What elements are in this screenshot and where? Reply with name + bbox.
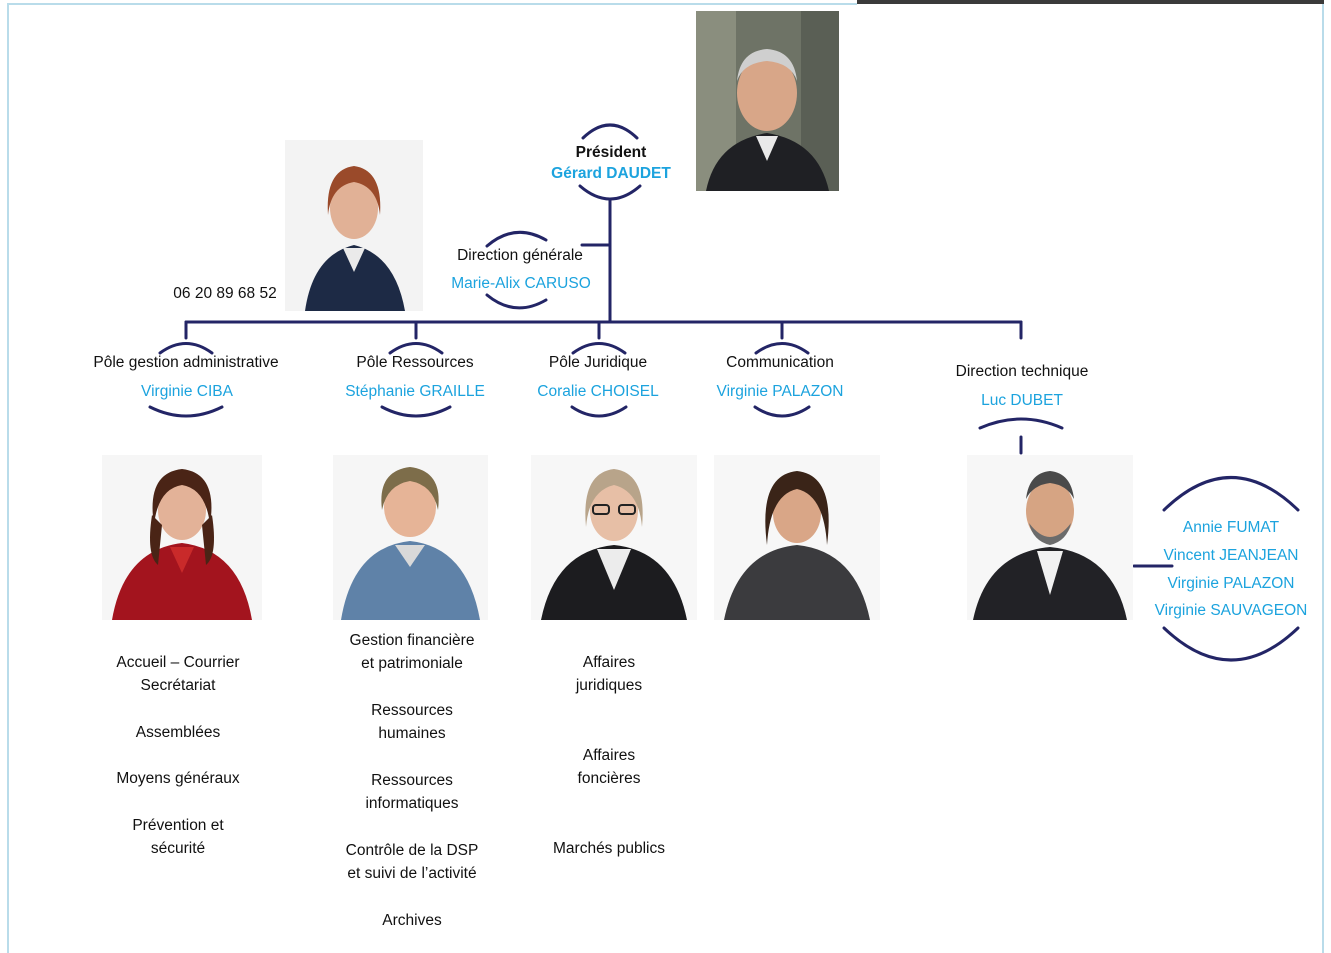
president-photo [696, 11, 839, 191]
juridique-photo [531, 455, 697, 620]
juridique-bottom-arc [570, 405, 628, 418]
juridique-top-arc [571, 342, 627, 355]
frame-top-dark-bar [857, 0, 1324, 4]
team-bottom-arc [1162, 626, 1300, 662]
task-item: Gestion financière [349, 632, 475, 649]
task-item: Contrôle de la DSP [345, 842, 479, 859]
task-item: Ressources [371, 702, 453, 719]
president-name: Gérard DAUDET [551, 165, 671, 182]
task-item: juridiques [575, 677, 643, 694]
task-item: sécurité [150, 840, 206, 857]
frame-right-border [1322, 3, 1324, 953]
pole-communication-name: Virginie PALAZON [716, 383, 844, 400]
juridique-task-list: Affaires juridiques Affaires foncières M… [553, 651, 665, 860]
frame-left-border [7, 3, 9, 953]
task-item: Affaires [582, 747, 636, 764]
admin-top-arc [158, 342, 214, 355]
ressources-bottom-arc [380, 405, 452, 418]
pole-admin-title: Pôle gestion administrative [93, 354, 279, 371]
task-item: Ressources [371, 772, 453, 789]
task-item: Assemblées [135, 724, 221, 741]
president-bottom-arc [578, 184, 642, 201]
communication-bottom-arc [753, 405, 811, 418]
team-top-arc [1162, 476, 1300, 512]
task-item: Marchés publics [553, 840, 665, 857]
technique-photo [967, 455, 1133, 620]
pole-admin-name: Virginie CIBA [141, 383, 233, 400]
task-item: et patrimoniale [361, 655, 463, 672]
task-item: Moyens généraux [116, 770, 240, 787]
president-title: Président [575, 144, 647, 161]
frame-top-border [7, 3, 857, 5]
dg-top-arc [485, 230, 548, 248]
task-item: Affaires [582, 654, 636, 671]
task-item: informatiques [365, 795, 459, 812]
ressources-top-arc [388, 342, 444, 355]
admin-bottom-arc [148, 405, 224, 418]
pole-technique-name: Luc DUBET [981, 392, 1063, 409]
direction-generale-title: Direction générale [457, 247, 583, 264]
team-member: Virginie SAUVAGEON [1154, 602, 1308, 619]
direction-generale-name: Marie-Alix CARUSO [451, 275, 591, 292]
task-item: et suivi de l’activité [347, 865, 477, 882]
pole-ressources-name: Stéphanie GRAILLE [345, 383, 485, 400]
admin-task-list: Accueil – Courrier Secrétariat Assemblée… [116, 651, 239, 860]
pole-ressources-title: Pôle Ressources [356, 354, 474, 371]
task-item: Prévention et [132, 817, 224, 834]
task-item: foncières [577, 770, 641, 787]
pole-technique-title: Direction technique [955, 363, 1089, 380]
direction-generale-phone: 06 20 89 68 52 [173, 285, 277, 302]
team-member: Virginie PALAZON [1167, 575, 1295, 592]
direction-generale-photo [285, 140, 423, 311]
task-item: humaines [378, 725, 446, 742]
president-top-arc [581, 123, 639, 140]
communication-top-arc [754, 342, 810, 355]
dg-bottom-arc [485, 293, 548, 310]
team-member: Annie FUMAT [1182, 519, 1280, 536]
communication-photo [714, 455, 880, 620]
task-item: Archives [382, 912, 442, 929]
pole-juridique-title: Pôle Juridique [548, 354, 648, 371]
task-item: Secrétariat [140, 677, 216, 694]
pole-communication-title: Communication [726, 354, 834, 371]
ressources-photo [333, 455, 488, 620]
admin-photo [102, 455, 262, 620]
ressources-task-list: Gestion financière et patrimoniale Resso… [346, 629, 479, 932]
pole-juridique-name: Coralie CHOISEL [537, 383, 659, 400]
technique-bottom-arc [978, 417, 1064, 430]
task-item: Accueil – Courrier [116, 654, 240, 671]
team-member: Vincent JEANJEAN [1163, 547, 1299, 564]
